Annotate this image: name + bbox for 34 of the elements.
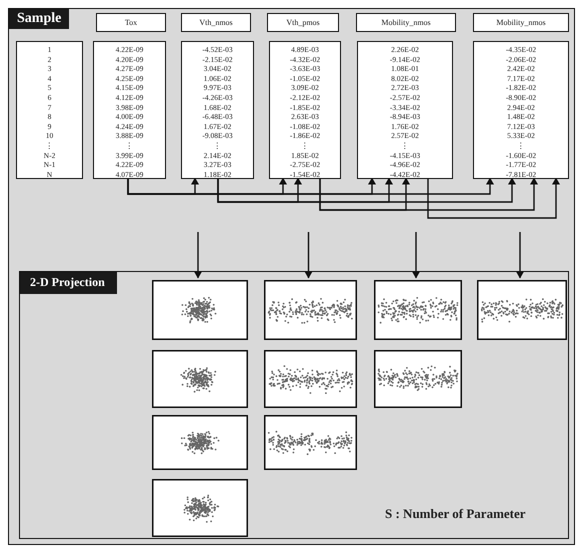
connector-arrow	[194, 232, 202, 278]
note-text: S : Number of Parameter	[385, 506, 526, 522]
scatter-plot	[264, 280, 357, 340]
connector-arrow	[304, 232, 312, 278]
column-header: Vth_nmos	[181, 13, 251, 32]
column-header: Vth_pmos	[267, 13, 339, 32]
scatter-plot	[152, 280, 248, 340]
connector-arrow	[318, 177, 538, 210]
scatter-plot	[264, 415, 357, 470]
connector-arrow	[126, 177, 494, 194]
scatter-plot	[152, 350, 248, 408]
data-column-box	[181, 41, 254, 179]
data-column-box	[16, 41, 83, 179]
column-header: Tox	[96, 13, 166, 32]
scatter-plot	[374, 350, 462, 408]
connector-arrow	[216, 177, 516, 202]
column-header: Mobility_nmos	[356, 13, 456, 32]
scatter-plot	[374, 280, 462, 340]
data-column-box	[269, 41, 341, 179]
data-column-box	[93, 41, 166, 179]
panel-frame	[19, 271, 569, 539]
column-header: Mobility_nmos	[473, 13, 569, 32]
data-column-box	[357, 41, 453, 179]
scatter-plot	[152, 415, 248, 470]
connector-arrow	[426, 177, 560, 218]
connector-arrow	[412, 232, 420, 278]
scatter-plot	[264, 350, 357, 408]
data-column-box	[473, 41, 569, 179]
scatter-plot	[152, 479, 248, 537]
connector-arrow	[516, 232, 524, 278]
panel-background	[8, 8, 575, 545]
panel-title: Sample	[9, 9, 70, 29]
scatter-plot	[477, 280, 567, 340]
panel-title: 2-D Projection	[20, 272, 117, 294]
